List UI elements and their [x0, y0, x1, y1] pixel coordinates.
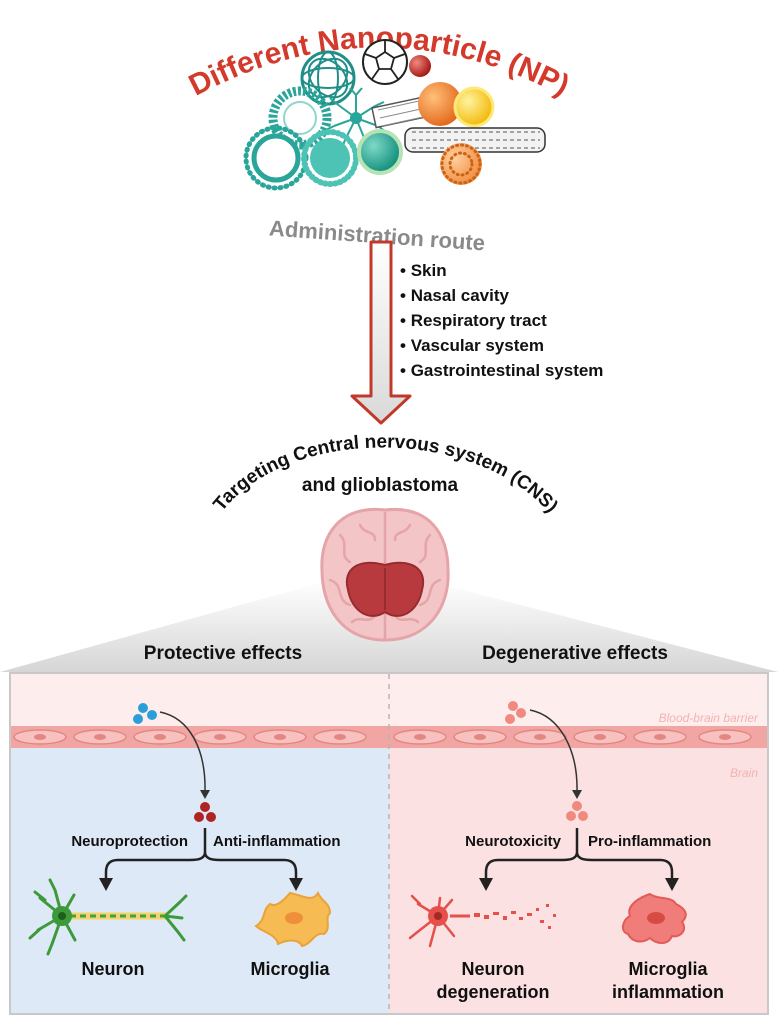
degenerative-np-brain-icon	[566, 801, 588, 821]
microglia-icon	[254, 890, 332, 948]
orange-nanoparticle-icon	[418, 82, 462, 126]
spiky-nanoparticle-icon	[301, 129, 359, 187]
degenerative-branch-arrows	[484, 828, 674, 880]
degenerative-brain-area	[389, 748, 767, 1013]
route-item: • Skin	[400, 261, 447, 280]
protective-branch-arrows	[104, 828, 298, 880]
nanoparticle-cluster-icon	[243, 39, 546, 191]
route-item: • Gastrointestinal system	[400, 361, 603, 380]
neuron-icon	[28, 878, 188, 956]
neuroprotection-label: Neuroprotection	[71, 833, 188, 850]
neuron-degeneration-label-line1: Neuron	[462, 959, 525, 979]
fullerene-icon	[362, 39, 408, 85]
degenerating-neuron-icon	[408, 894, 556, 948]
gold-nanoparticle-icon	[453, 86, 495, 128]
down-arrow-icon	[350, 240, 412, 425]
protective-effects-heading: Protective effects	[144, 643, 302, 664]
protective-np-particles-icon	[133, 703, 157, 724]
pro-inflammation-label: Pro-inflammation	[588, 833, 711, 850]
degenerative-effects-heading: Degenerative effects	[482, 643, 668, 664]
route-item: • Respiratory tract	[400, 311, 547, 330]
target-subtitle: and glioblastoma	[302, 475, 459, 496]
microglia-inflammation-label-line1: Microglia	[628, 959, 708, 979]
protective-np-brain-icon	[194, 802, 216, 822]
liposome-icon	[268, 86, 332, 150]
degenerative-np-particles-icon	[505, 701, 526, 724]
neurotoxicity-label: Neurotoxicity	[465, 833, 562, 850]
route-item: • Vascular system	[400, 336, 544, 355]
degenerative-entry-arrow	[529, 709, 578, 793]
microglia-label: Microglia	[250, 959, 330, 979]
blood-brain-barrier-label: Blood-brain barrier	[659, 711, 759, 725]
red-nanoparticle-icon	[409, 55, 431, 77]
microglia-inflammation-label-line2: inflammation	[612, 982, 724, 1002]
porous-nanoparticle-icon	[440, 143, 482, 185]
neuron-label: Neuron	[82, 959, 145, 979]
inflamed-microglia-icon	[622, 892, 687, 944]
administration-route-list: • Skin • Nasal cavity • Respiratory trac…	[400, 261, 603, 380]
neuron-degeneration-label-line2: degeneration	[436, 982, 549, 1002]
brain-label: Brain	[730, 766, 758, 780]
route-item: • Nasal cavity	[400, 286, 510, 305]
brain-icon	[320, 507, 450, 642]
protective-brain-area	[11, 748, 389, 1013]
effects-panel	[9, 672, 769, 1015]
micelle-icon	[243, 125, 309, 191]
anti-inflammation-label: Anti-inflammation	[213, 833, 341, 850]
teal-nanoparticle-icon	[357, 129, 403, 175]
protective-entry-arrow	[159, 711, 206, 793]
dendrimer-icon	[325, 87, 387, 149]
